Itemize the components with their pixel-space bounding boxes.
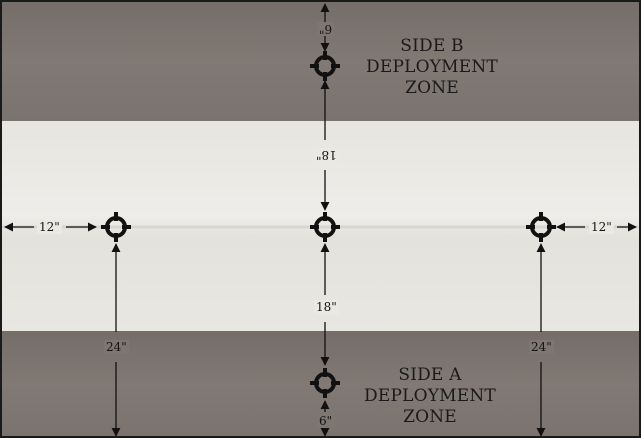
label-left-edge: 12" bbox=[37, 220, 62, 234]
side-a-line1: SIDE A bbox=[398, 365, 462, 385]
label-center-to-bottom: 18" bbox=[314, 300, 339, 314]
label-top-to-center: 18" bbox=[314, 148, 339, 162]
side-a-zone-title: SIDE A DEPLOYMENT ZONE bbox=[360, 365, 500, 428]
side-a-line2: DEPLOYMENT bbox=[364, 386, 496, 406]
label-left-down: 24" bbox=[104, 340, 129, 354]
side-b-line2: DEPLOYMENT bbox=[366, 57, 498, 77]
side-b-line1: SIDE B bbox=[400, 36, 464, 56]
side-b-line3: ZONE bbox=[405, 78, 459, 98]
label-right-edge: 12" bbox=[589, 220, 614, 234]
side-a-line3: ZONE bbox=[403, 407, 457, 427]
label-bottom-edge: 6" bbox=[317, 414, 335, 428]
label-right-down: 24" bbox=[529, 340, 554, 354]
side-b-zone-title: SIDE B DEPLOYMENT ZONE bbox=[362, 36, 502, 99]
label-top-edge: 6" bbox=[317, 22, 335, 36]
